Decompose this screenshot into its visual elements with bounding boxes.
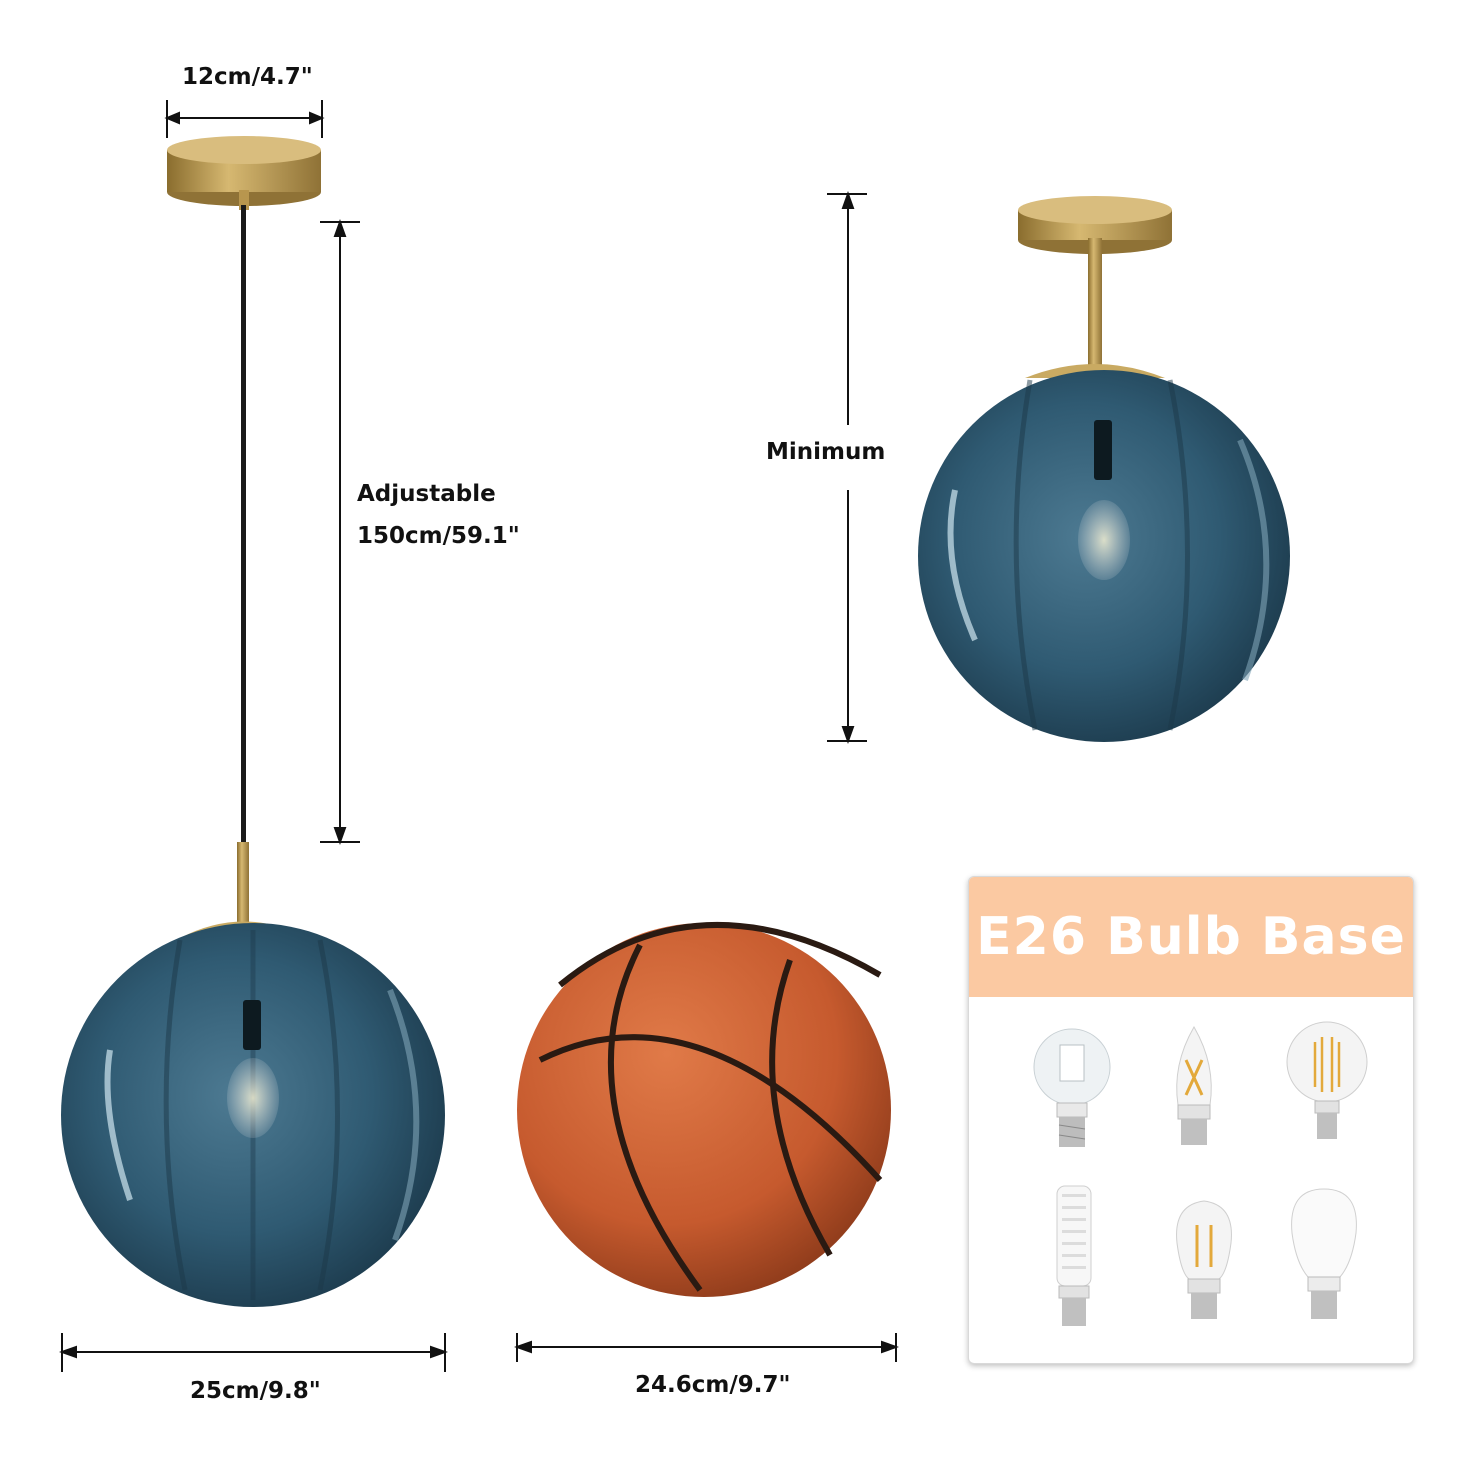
bulb-card-title: E26 Bulb Base (976, 907, 1406, 967)
a19-led-bulb-icon (1291, 1188, 1357, 1319)
minimum-height-dimension (827, 191, 867, 744)
globe-width-dimension (59, 1333, 448, 1372)
bulb-card-header: E26 Bulb Base (969, 877, 1413, 997)
canopy-width-dimension (164, 100, 325, 138)
bulb-base-card: E26 Bulb Base (968, 876, 1414, 1364)
ball-width-label: 24.6cm/9.7" (635, 1372, 791, 1398)
edison-filament-bulb-icon (1176, 1200, 1232, 1319)
minimum-label: Minimum (766, 439, 886, 465)
cord-adjustable-label: Adjustable (357, 481, 496, 507)
cord-length-dimension (320, 219, 360, 845)
ball-width-dimension (514, 1333, 899, 1362)
globe-filament-bulb-icon (1286, 1021, 1368, 1139)
basketball-size-reference (517, 922, 891, 1297)
cord-length-label: 150cm/59.1" (357, 523, 520, 549)
globe-width-label: 25cm/9.8" (190, 1378, 321, 1404)
candle-filament-bulb-icon (1176, 1026, 1212, 1145)
corn-led-bulb-icon (1056, 1185, 1092, 1326)
led-globe-bulb-icon (1033, 1028, 1111, 1147)
left-pendant-lamp (61, 136, 445, 1307)
right-pendant-lamp (918, 196, 1290, 742)
canopy-width-label: 12cm/4.7" (182, 64, 313, 90)
